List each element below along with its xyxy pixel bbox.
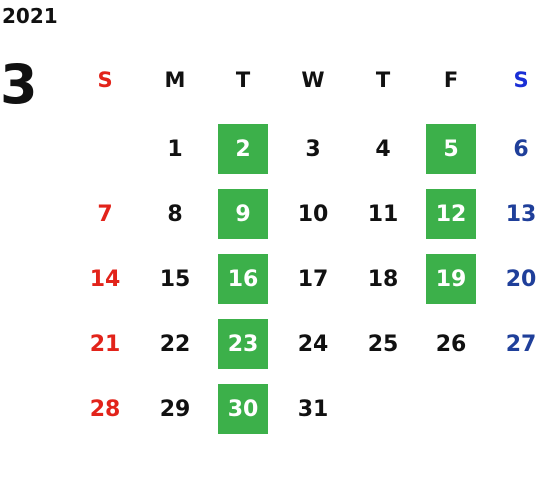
day-cell[interactable]: 11 xyxy=(367,201,399,227)
week-row: 21 22 23 24 25 26 27 xyxy=(68,319,548,384)
week-row: 14 15 16 17 18 19 20 xyxy=(68,254,548,319)
day-cell[interactable]: 13 xyxy=(505,201,537,227)
year-label: 2021 xyxy=(2,4,58,28)
day-cell-highlighted[interactable]: 30 xyxy=(218,384,268,434)
day-cell[interactable]: 4 xyxy=(375,136,391,162)
weekday-header-row: S M T W T F S xyxy=(68,58,548,124)
day-cell[interactable]: 24 xyxy=(297,331,329,357)
weekday-thursday: T xyxy=(375,68,391,92)
day-cell[interactable]: 10 xyxy=(297,201,329,227)
month-number: 3 xyxy=(0,53,38,116)
week-row: 1 2 3 4 5 6 xyxy=(68,124,548,189)
weekday-tuesday: T xyxy=(235,68,251,92)
day-cell-highlighted[interactable]: 16 xyxy=(218,254,268,304)
day-cell[interactable]: 14 xyxy=(89,266,121,292)
day-cell[interactable]: 31 xyxy=(297,396,329,422)
week-row: 28 29 30 31 xyxy=(68,384,548,449)
day-cell[interactable]: 26 xyxy=(435,331,467,357)
weekday-sunday: S xyxy=(97,68,113,92)
weekday-friday: F xyxy=(443,68,459,92)
day-cell[interactable]: 25 xyxy=(367,331,399,357)
day-cell[interactable]: 21 xyxy=(89,331,121,357)
day-cell[interactable]: 17 xyxy=(297,266,329,292)
day-cell[interactable]: 20 xyxy=(505,266,537,292)
empty-day-cell xyxy=(80,124,130,174)
empty-day-cell xyxy=(426,384,476,434)
day-cell-highlighted[interactable]: 2 xyxy=(218,124,268,174)
week-row: 7 8 9 10 11 12 13 xyxy=(68,189,548,254)
day-cell-highlighted[interactable]: 5 xyxy=(426,124,476,174)
day-cell[interactable]: 3 xyxy=(305,136,321,162)
day-cell-highlighted[interactable]: 23 xyxy=(218,319,268,369)
day-cell-highlighted[interactable]: 12 xyxy=(426,189,476,239)
day-cell-highlighted[interactable]: 19 xyxy=(426,254,476,304)
day-cell[interactable]: 27 xyxy=(505,331,537,357)
day-cell[interactable]: 1 xyxy=(167,136,183,162)
day-cell[interactable]: 28 xyxy=(89,396,121,422)
calendar-grid: S M T W T F S 1 2 3 4 5 6 7 8 9 10 11 12… xyxy=(68,58,548,449)
day-cell[interactable]: 6 xyxy=(513,136,529,162)
weekday-saturday: S xyxy=(513,68,529,92)
empty-day-cell xyxy=(358,384,408,434)
day-cell[interactable]: 15 xyxy=(159,266,191,292)
day-cell[interactable]: 18 xyxy=(367,266,399,292)
day-cell[interactable]: 7 xyxy=(97,201,113,227)
weekday-wednesday: W xyxy=(301,68,325,92)
day-cell[interactable]: 22 xyxy=(159,331,191,357)
weekday-monday: M xyxy=(164,68,186,92)
day-cell[interactable]: 8 xyxy=(167,201,183,227)
empty-day-cell xyxy=(496,384,546,434)
day-cell-highlighted[interactable]: 9 xyxy=(218,189,268,239)
day-cell[interactable]: 29 xyxy=(159,396,191,422)
